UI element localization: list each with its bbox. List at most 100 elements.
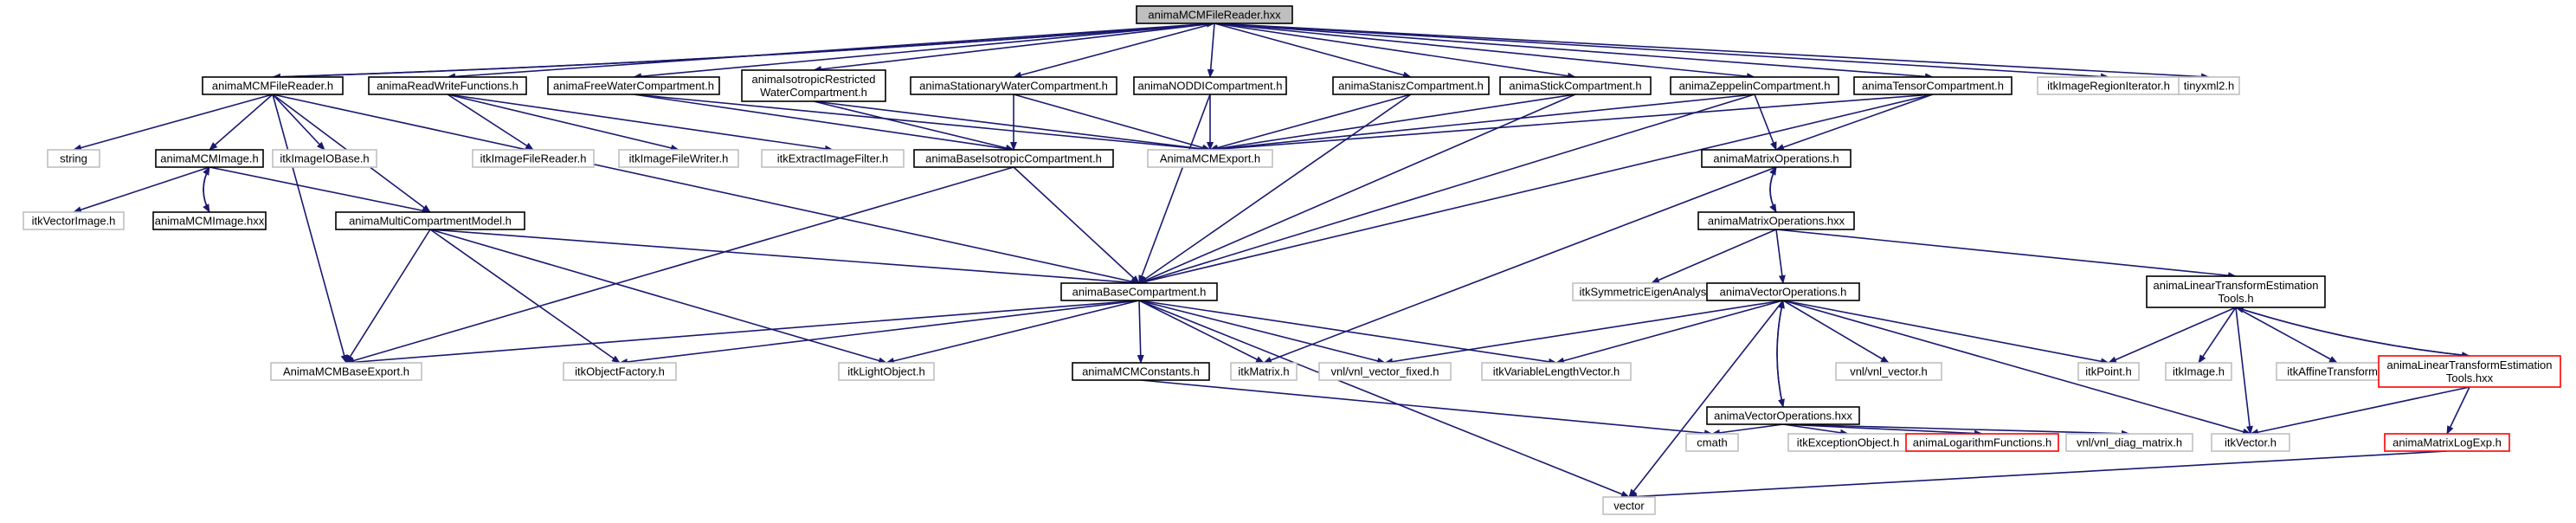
node-tinyxml: tinyxml2.h: [2178, 76, 2240, 95]
node-box: [202, 76, 344, 95]
node-box: [1602, 496, 1656, 515]
node-box: [335, 211, 525, 230]
node-vnlvecfixed: vnl/vnl_vector_fixed.h: [1318, 362, 1452, 381]
edge-line: [886, 300, 1140, 365]
edge-lte_hxx-to-lte_h: [2235, 306, 2470, 357]
node-itkvarlen: itkVariableLengthVector.h: [1481, 362, 1632, 381]
node-mcmimage_hxx[interactable]: animaMCMImage.hxx: [152, 211, 267, 230]
node-vecops_h[interactable]: animaVectorOperations.h: [1706, 282, 1860, 301]
node-box: [2378, 355, 2561, 388]
edge-line: [1207, 23, 1215, 78]
node-noddi[interactable]: animaNODDICompartment.h: [1133, 76, 1287, 95]
edge-line: [272, 20, 1215, 78]
edge-line: [2250, 386, 2470, 436]
node-box: [1072, 362, 1210, 381]
edge-lte_h-to-itkaffine: [2235, 307, 2338, 364]
node-label: itkVectorImage.h: [32, 215, 116, 228]
edge-line: [429, 229, 621, 364]
edge-line: [209, 94, 274, 151]
node-matops_hxx[interactable]: animaMatrixOperations.hxx: [1697, 211, 1855, 230]
edge-mcmfr_h-to-string: [73, 94, 274, 152]
node-tensor[interactable]: animaTensorCompartment.h: [1853, 76, 2012, 95]
node-irwc[interactable]: animaIsotropicRestrictedWaterCompartment…: [741, 69, 886, 102]
edge-stanisz-to-mcmexport: [1209, 94, 1412, 152]
node-root[interactable]: animaMCMFileReader.hxx: [1136, 5, 1293, 24]
node-matops_h[interactable]: animaMatrixOperations.h: [1701, 149, 1852, 168]
node-stanisz[interactable]: animaStaniszCompartment.h: [1332, 76, 1490, 95]
node-box: [1835, 362, 1942, 381]
edge-line: [1138, 94, 1755, 285]
node-itkpoint: itkPoint.h: [2077, 362, 2140, 381]
node-mcmimage_h[interactable]: animaMCMImage.h: [155, 149, 264, 168]
edge-line: [813, 100, 1211, 152]
edge-tensor-to-mcmexport: [1209, 94, 1934, 153]
edge-line: [1384, 300, 1784, 365]
node-mcmfr_h[interactable]: animaMCMFileReader.h: [202, 76, 344, 95]
edge-line: [813, 23, 1215, 73]
node-box: [1701, 149, 1852, 168]
node-box: [1133, 76, 1287, 95]
node-box: [1685, 433, 1739, 452]
node-stick[interactable]: animaStickCompartment.h: [1499, 76, 1652, 95]
node-mcmconst[interactable]: animaMCMConstants.h: [1072, 362, 1210, 381]
edge-line: [1214, 23, 2109, 81]
node-box: [1706, 282, 1860, 301]
node-vecops_hxx[interactable]: animaVectorOperations.hxx: [1706, 406, 1860, 425]
node-label: itkImageIOBase.h: [280, 152, 369, 165]
node-itkvecimage: itkVectorImage.h: [23, 211, 125, 230]
node-itksymeig: itkSymmetricEigenAnalysis.h: [1572, 282, 1731, 301]
node-fwc[interactable]: animaFreeWaterCompartment.h: [547, 76, 720, 95]
node-itkexcept: itkExceptionObject.h: [1787, 433, 1909, 452]
node-logfunc[interactable]: animaLogarithmFunctions.h: [1905, 433, 2059, 452]
edge-root-to-tensor: [1214, 23, 1934, 81]
node-label: animaZeppelinCompartment.h: [1679, 80, 1831, 93]
node-bic[interactable]: animaBaseIsotropicCompartment.h: [913, 149, 1114, 168]
edge-fwc-to-bic: [633, 94, 1014, 152]
edge-root-to-stick: [1214, 23, 1576, 80]
edge-line: [1137, 300, 1144, 364]
edge-matops_hxx-to-itksymeig: [1651, 229, 1777, 284]
edge-line: [1775, 229, 1786, 284]
edge-irwc-to-bic: [813, 100, 1014, 152]
edge-basecomp-to-itkmatrix: [1138, 300, 1265, 364]
edge-mcmfr_h-to-basecomp: [272, 94, 1140, 285]
edge-root-to-noddi: [1207, 23, 1215, 78]
edge-line: [633, 94, 1211, 153]
edge-line: [2235, 307, 2253, 435]
edge-line: [1013, 166, 1140, 284]
node-box: [472, 149, 595, 168]
node-label: itkMatrix.h: [1238, 365, 1289, 378]
node-swc[interactable]: animaStationaryWaterCompartment.h: [910, 76, 1117, 95]
edge-line: [2235, 306, 2470, 357]
node-box: [838, 362, 935, 381]
edge-mcm_model-to-basecomp: [429, 229, 1140, 287]
node-label: animaStationaryWaterCompartment.h: [919, 80, 1108, 93]
edge-line: [1013, 23, 1215, 79]
node-label: itkSymmetricEigenAnalysis.h: [1580, 286, 1724, 299]
edge-lte_hxx-to-matlogexp: [2446, 386, 2470, 435]
edge-matops_hxx-to-lte_h: [1775, 229, 2237, 280]
edge-line: [1140, 379, 1713, 437]
edge-line: [1138, 94, 1934, 285]
node-box: [2211, 433, 2290, 452]
node-label: cmath: [1697, 436, 1727, 449]
node-rwf[interactable]: animaReadWriteFunctions.h: [368, 76, 527, 95]
node-box: [47, 149, 100, 168]
node-label: AnimaMCMExport.h: [1160, 152, 1260, 165]
edge-basecomp-to-vnlvecfixed: [1138, 300, 1386, 365]
node-matlogexp[interactable]: animaMatrixLogExp.h: [2384, 433, 2510, 452]
node-zeppelin[interactable]: animaZeppelinCompartment.h: [1670, 76, 1839, 95]
edge-line: [345, 300, 1140, 366]
edge-lte_h-to-itkpoint: [2108, 307, 2237, 364]
node-basecomp[interactable]: animaBaseCompartment.h: [1060, 282, 1218, 301]
node-label: tinyxml2.h: [2184, 80, 2235, 93]
edge-line: [633, 94, 1014, 152]
node-vnldiag: vnl/vnl_diag_matrix.h: [2065, 433, 2193, 452]
edge-line: [1214, 23, 2210, 81]
node-mcm_model[interactable]: animaMultiCompartmentModel.h: [335, 211, 525, 230]
edge-line: [813, 100, 1014, 152]
edge-line: [1628, 450, 2448, 500]
node-box: [1481, 362, 1632, 381]
